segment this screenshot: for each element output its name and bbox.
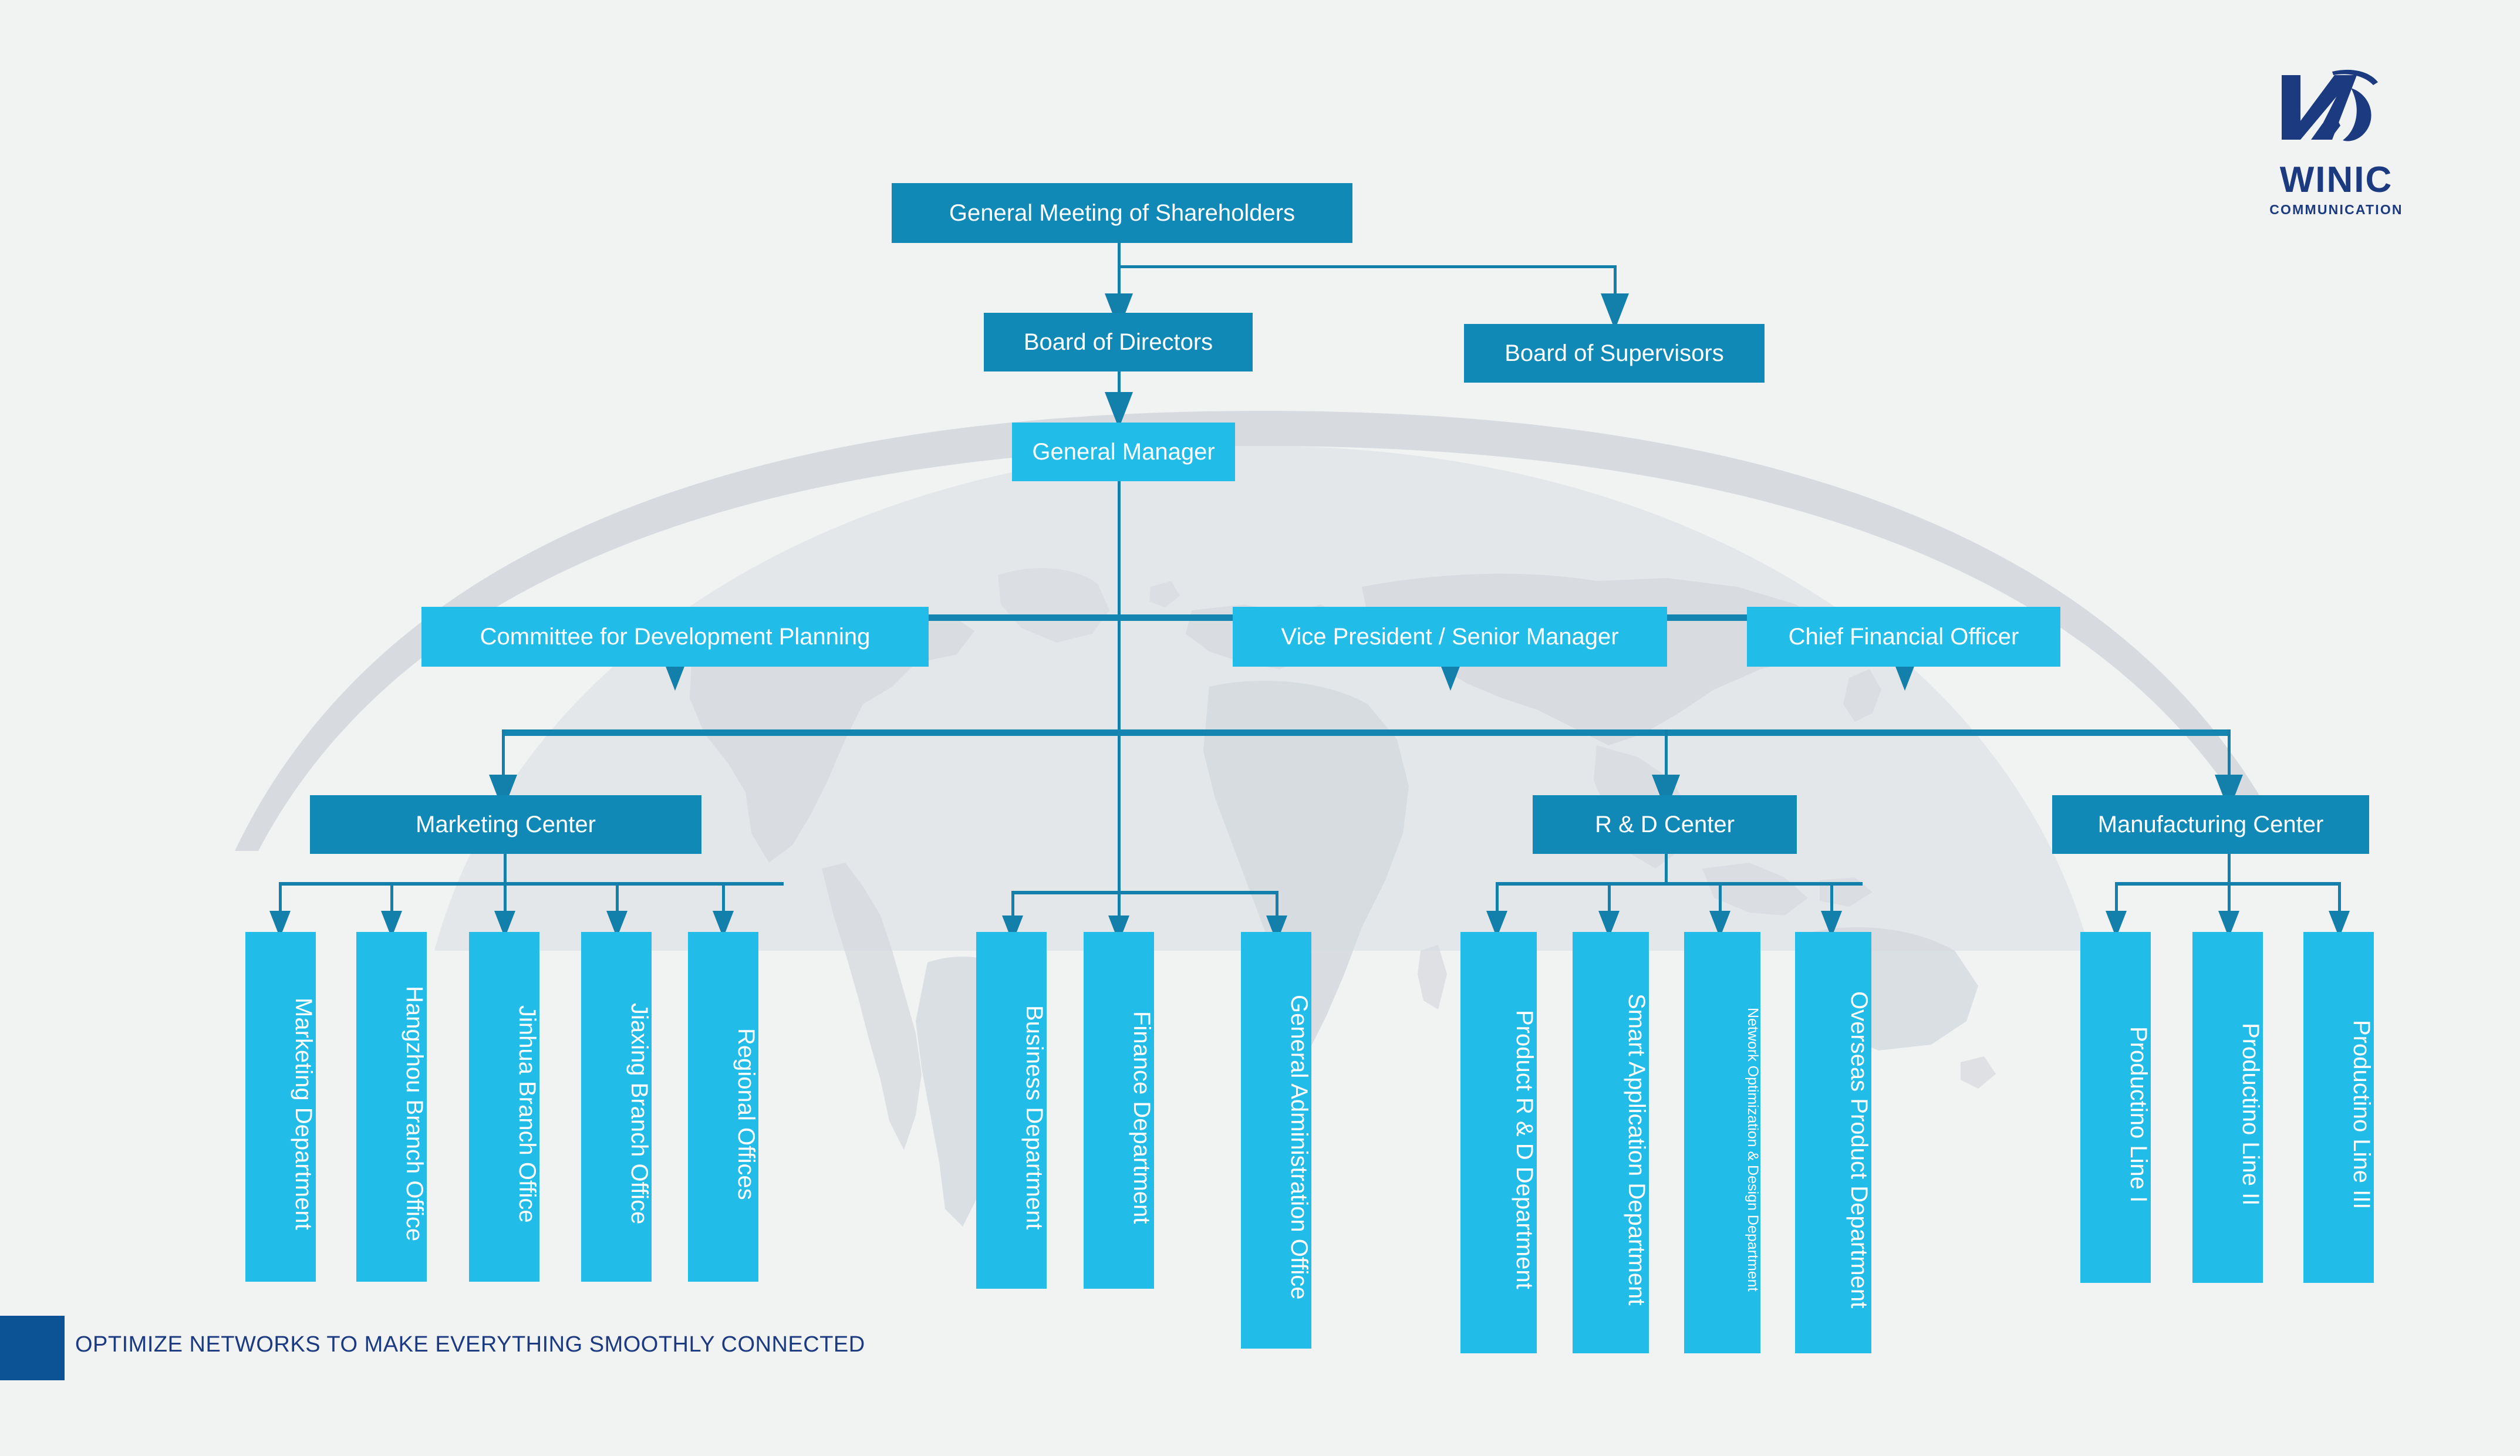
node-general-administration-office[interactable]: General Administration Office bbox=[1241, 932, 1312, 1349]
node-hangzhou-branch-office[interactable]: Hangzhou Branch Office bbox=[356, 932, 427, 1282]
connector-marketing-drop-3 bbox=[504, 882, 507, 929]
footer-tagline: OPTIMIZE NETWORKS TO MAKE EVERYTHING SMO… bbox=[75, 1332, 865, 1357]
connector-marketing-drop-5 bbox=[722, 882, 725, 929]
logo-wordmark: WINIC bbox=[2279, 160, 2393, 200]
node-board-of-directors[interactable]: Board of Directors bbox=[984, 313, 1253, 371]
node-production-line-1[interactable]: Productino Line I bbox=[2080, 932, 2151, 1283]
node-regional-offices[interactable]: Regional Offices bbox=[688, 932, 759, 1282]
node-label: Manufacturing Center bbox=[2097, 812, 2324, 837]
node-board-of-supervisors[interactable]: Board of Supervisors bbox=[1464, 324, 1765, 383]
node-jiaxing-branch-office[interactable]: Jiaxing Branch Office bbox=[581, 932, 652, 1282]
connector-mfg-drop-2 bbox=[2228, 882, 2231, 929]
node-vice-president-senior-manager[interactable]: Vice President / Senior Manager bbox=[1233, 607, 1667, 667]
node-network-optimization-design-department[interactable]: Network Optimization & Design Department bbox=[1684, 932, 1761, 1353]
node-label: Regional Offices bbox=[733, 1028, 759, 1200]
node-product-rd-department[interactable]: Product R & D Department bbox=[1460, 932, 1537, 1353]
connector-directors-to-gm bbox=[1118, 370, 1121, 411]
node-production-line-3[interactable]: Productino Line III bbox=[2303, 932, 2374, 1283]
node-label: Marketing Department bbox=[291, 998, 316, 1230]
node-label: General Meeting of Shareholders bbox=[949, 200, 1296, 226]
footer-accent-bar bbox=[0, 1316, 65, 1380]
node-chief-financial-officer[interactable]: Chief Financial Officer bbox=[1747, 607, 2060, 667]
node-label: Product R & D Department bbox=[1512, 1010, 1537, 1289]
connector-admin-drop-1 bbox=[1011, 891, 1014, 932]
connector-level5-bus bbox=[502, 729, 2231, 736]
connector-rd-drop-1 bbox=[1496, 882, 1499, 929]
connector-to-board-supervisors bbox=[1614, 265, 1617, 302]
node-manufacturing-center[interactable]: Manufacturing Center bbox=[2052, 795, 2369, 854]
connector-admin-bus bbox=[1011, 891, 1278, 894]
connector-shareholders-bus bbox=[1118, 265, 1617, 268]
node-label: General Administration Office bbox=[1286, 995, 1312, 1300]
node-label: Marketing Center bbox=[416, 812, 596, 837]
connector-rd-bus bbox=[1496, 882, 1863, 886]
connector-mfg-drop-1 bbox=[2115, 882, 2118, 929]
node-general-meeting-of-shareholders[interactable]: General Meeting of Shareholders bbox=[892, 183, 1352, 243]
winic-logo: WINIC COMMUNICATION bbox=[2248, 65, 2424, 217]
connector-manufacturing-down bbox=[2228, 837, 2231, 884]
node-jinhua-branch-office[interactable]: Jinhua Branch Office bbox=[469, 932, 540, 1282]
connector-gm-down-main bbox=[1118, 481, 1121, 892]
node-marketing-center[interactable]: Marketing Center bbox=[310, 795, 701, 854]
node-label: Productino Line III bbox=[2349, 1019, 2374, 1210]
connector-rd-drop-2 bbox=[1608, 882, 1611, 929]
node-smart-application-department[interactable]: Smart Application Department bbox=[1573, 932, 1649, 1353]
logo-subtitle: COMMUNICATION bbox=[2269, 202, 2403, 217]
node-business-department[interactable]: Business Department bbox=[976, 932, 1047, 1289]
node-label: Smart Application Department bbox=[1624, 994, 1649, 1306]
connector-shareholders-down bbox=[1118, 242, 1121, 266]
node-marketing-department[interactable]: Marketing Department bbox=[245, 932, 316, 1282]
node-label: Jinhua Branch Office bbox=[514, 1005, 540, 1223]
node-committee-for-development-planning[interactable]: Committee for Development Planning bbox=[421, 607, 929, 667]
node-label: Business Department bbox=[1021, 1005, 1047, 1230]
node-label: Finance Department bbox=[1129, 1011, 1155, 1224]
connector-marketing-drop-4 bbox=[616, 882, 619, 929]
connector-marketing-drop-1 bbox=[279, 882, 282, 929]
node-label: Board of Directors bbox=[1023, 329, 1213, 355]
node-label: Network Optimization & Design Department bbox=[1745, 1008, 1761, 1292]
node-general-manager[interactable]: General Manager bbox=[1012, 423, 1235, 481]
node-label: Chief Financial Officer bbox=[1788, 624, 2019, 650]
node-overseas-product-department[interactable]: Overseas Product Department bbox=[1795, 932, 1872, 1353]
node-label: Committee for Development Planning bbox=[480, 624, 871, 650]
node-production-line-2[interactable]: Productino Line II bbox=[2192, 932, 2263, 1283]
connector-marketing-bus bbox=[279, 882, 784, 886]
node-label: Vice President / Senior Manager bbox=[1281, 624, 1619, 650]
connector-to-board-directors bbox=[1118, 265, 1121, 302]
connector-marketing-drop-2 bbox=[390, 882, 393, 929]
node-label: Productino Line II bbox=[2238, 1023, 2263, 1206]
connector-mfg-drop-3 bbox=[2338, 882, 2341, 929]
node-label: Productino Line I bbox=[2126, 1026, 2151, 1203]
node-label: Jiaxing Branch Office bbox=[626, 1003, 652, 1225]
node-label: General Manager bbox=[1032, 439, 1215, 465]
node-label: Hangzhou Branch Office bbox=[402, 986, 427, 1242]
node-label: Overseas Product Department bbox=[1846, 991, 1872, 1309]
connector-marketing-down bbox=[504, 837, 507, 884]
connector-admin-drop-2 bbox=[1118, 891, 1121, 932]
node-label: R & D Center bbox=[1595, 812, 1735, 837]
node-finance-department[interactable]: Finance Department bbox=[1084, 932, 1155, 1289]
winic-w-d-monogram-icon bbox=[2282, 69, 2378, 141]
node-label: Board of Supervisors bbox=[1504, 340, 1724, 366]
node-rd-center[interactable]: R & D Center bbox=[1533, 795, 1797, 854]
arrow-to-board-supervisors bbox=[1601, 293, 1629, 330]
